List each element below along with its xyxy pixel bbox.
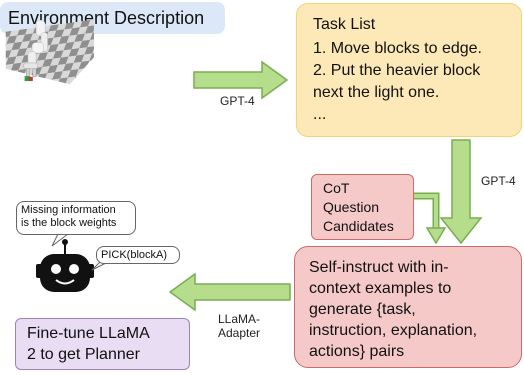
self-line-4: instruction, explanation, <box>309 322 478 339</box>
cot-line-1: CoT <box>323 180 350 196</box>
speech-bubble-action: PICK(blockA) <box>96 246 180 264</box>
edge-label-llama-adapter-line-1: LLaMA- <box>218 312 261 326</box>
edge-label-llama-adapter: LLaMA- Adapter <box>218 312 260 340</box>
cot-question-candidates-box: CoT Question Candidates <box>311 174 414 240</box>
bubble-action-text: PICK(blockA) <box>101 249 168 261</box>
edge-label-gpt4-top: GPT-4 <box>220 94 255 108</box>
robot-arm-icon <box>23 20 48 82</box>
task-line-4: ... <box>313 106 327 123</box>
self-line-2: context examples to <box>309 280 452 297</box>
self-line-1: Self-instruct with in- <box>309 259 449 276</box>
self-line-5: actions} pairs <box>309 343 405 360</box>
task-line-1: 1. Move blocks to edge. <box>313 40 482 57</box>
arrow-selfinstruct-to-finetune <box>168 272 291 312</box>
task-list-box: Task List 1. Move blocks to edge. 2. Put… <box>296 3 522 137</box>
planner-robot-icon <box>36 239 94 292</box>
finetune-line-2: 2 to get Planner <box>27 346 140 363</box>
bubble-missing-line-2: is the block weights <box>21 217 117 229</box>
cot-line-3: Candidates <box>323 218 394 234</box>
environment-scene-image <box>5 19 94 85</box>
task-line-3: next the light one. <box>313 84 440 101</box>
task-list-title: Task List <box>313 16 376 33</box>
speech-bubble-missing-info: Missing information is the block weights <box>16 201 136 235</box>
edge-label-llama-adapter-line-2: Adapter <box>218 326 261 340</box>
task-line-2: 2. Put the heavier block <box>313 62 481 79</box>
cot-line-2: Question <box>323 199 380 215</box>
finetune-planner-box: Fine-tune LLaMA 2 to get Planner <box>15 318 190 370</box>
arrow-env-to-tasklist <box>193 60 289 100</box>
finetune-line-1: Fine-tune LLaMA <box>27 325 150 342</box>
edge-label-gpt4-right: GPT-4 <box>481 174 516 188</box>
bubble-missing-line-1: Missing information <box>21 204 116 216</box>
self-instruct-box: Self-instruct with in- context examples … <box>294 246 522 368</box>
self-line-3: generate {task, <box>309 301 416 318</box>
arrow-cot-to-selfinstruct <box>414 192 440 230</box>
arrow-tasklist-to-selfinstruct <box>439 139 483 245</box>
